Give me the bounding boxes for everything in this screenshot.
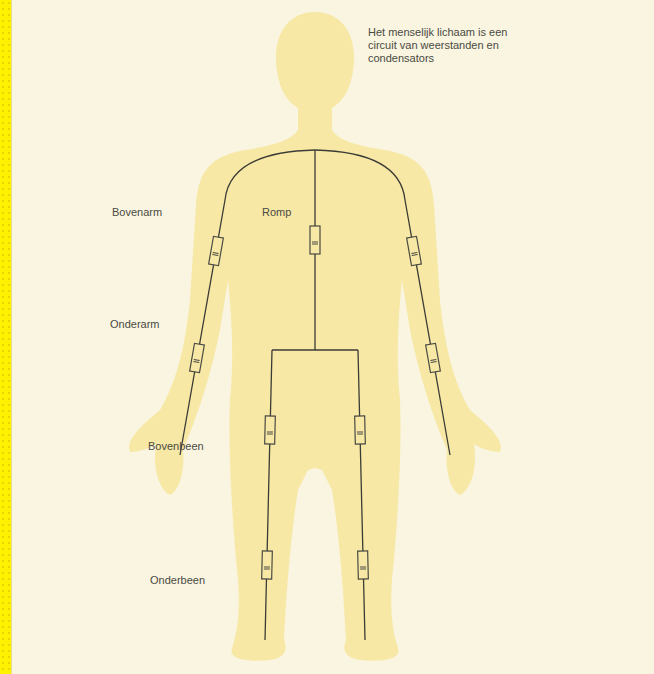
yellow-border [0, 0, 11, 674]
resistor-symbol [262, 551, 273, 579]
resistor-symbol [310, 226, 320, 254]
wire [358, 350, 365, 640]
part-label: Romp [262, 206, 291, 219]
wire [315, 150, 450, 455]
note-text: Het menselijk lichaam is een circuit van… [368, 26, 518, 65]
border-line [11, 0, 12, 674]
wire [180, 150, 315, 455]
resistor-symbol [426, 343, 441, 372]
resistor-symbol [358, 551, 369, 579]
wire [265, 350, 272, 640]
resistor-symbol [209, 236, 224, 265]
resistor-symbol [407, 236, 422, 265]
body-left-half [129, 12, 315, 661]
part-label: Bovenarm [112, 206, 162, 219]
circuit-wires [180, 150, 450, 640]
body-right-half [315, 12, 501, 661]
body-silhouette [129, 12, 501, 661]
part-label: Onderbeen [150, 574, 205, 587]
resistor-symbol [190, 343, 205, 372]
resistor-symbols [190, 226, 441, 579]
resistor-symbol [355, 416, 366, 444]
part-label: Bovenbeen [148, 440, 204, 453]
wire [272, 349, 358, 350]
resistor-symbol [265, 416, 276, 444]
part-label: Onderarm [110, 318, 160, 331]
